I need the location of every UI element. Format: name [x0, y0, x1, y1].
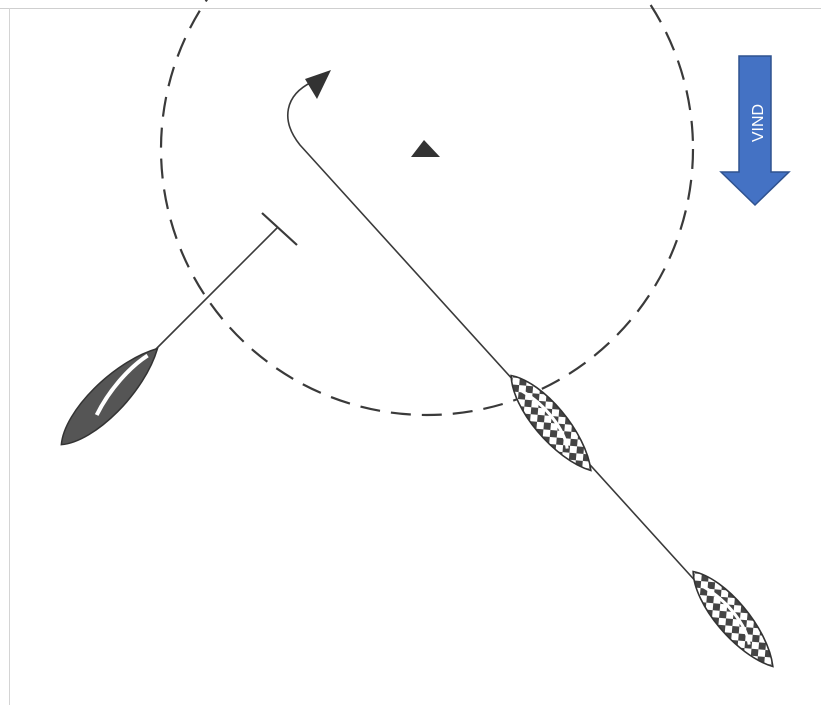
wind-arrow: VIND — [721, 56, 789, 205]
checkered-boat-rear-hull — [681, 561, 785, 676]
wind-label: VIND — [750, 104, 767, 142]
checkered-boat-front-hull — [499, 365, 603, 480]
checkered-boat-rear — [681, 561, 785, 676]
course-arrowhead-icon — [305, 70, 331, 99]
dark-boat-heading-line — [155, 228, 277, 350]
checkered-boat-front — [499, 365, 603, 480]
dark-boat — [50, 337, 170, 457]
heading-line-t-bar — [262, 213, 297, 245]
zone-circle — [161, 0, 693, 415]
checkered-boat-course-line — [288, 82, 738, 628]
mark-icon — [411, 140, 440, 157]
